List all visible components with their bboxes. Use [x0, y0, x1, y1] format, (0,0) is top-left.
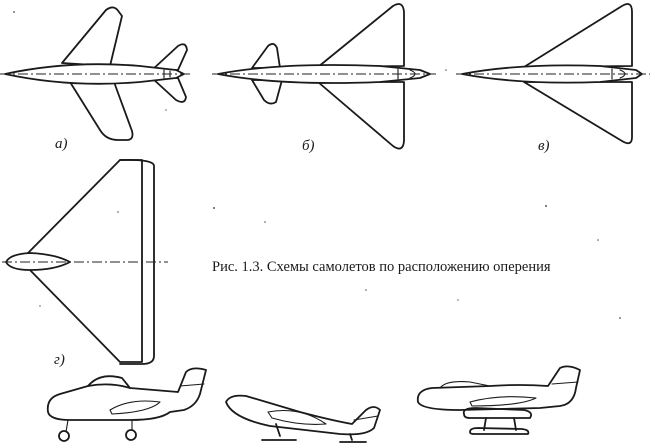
scheme-a-lower-wing [69, 81, 134, 141]
label-v: в) [538, 138, 550, 154]
scheme-b-upper-wing [317, 3, 405, 68]
side-view-3-body [416, 365, 581, 411]
scheme-g-wing [27, 159, 143, 363]
scheme-g-flying-wing [2, 158, 168, 365]
scheme-a-upper-tail [151, 43, 188, 71]
scheme-a-conventional [0, 6, 190, 141]
scheme-v-upper-wing [523, 3, 633, 68]
side-view-platform-aircraft [416, 365, 581, 435]
scheme-b-upper-canard [251, 43, 281, 69]
side-view-1-wing [109, 400, 161, 415]
scheme-g-wingtip [119, 158, 155, 365]
side-view-2-wing [267, 409, 327, 425]
side-view-1-wheel-front [58, 430, 70, 442]
side-view-3-canopy [439, 381, 491, 389]
label-a: а) [55, 136, 68, 152]
scheme-v-tailless-delta [456, 3, 650, 145]
side-view-1-gear-front [65, 419, 69, 433]
scheme-g-nose [5, 252, 71, 271]
scheme-b-lower-wing [317, 81, 405, 150]
scheme-a-upper-wing [61, 6, 123, 67]
scheme-b-lower-canard [251, 79, 283, 105]
side-view-2-skid-front [261, 423, 297, 441]
side-view-1-canopy [87, 375, 131, 389]
side-view-3-wing [469, 396, 537, 407]
label-g: г) [54, 352, 65, 368]
side-view-3-platform [462, 407, 533, 419]
scheme-b-delta-with-canard [212, 3, 436, 150]
side-view-2-fin-line [353, 415, 379, 421]
side-view-3-base [469, 427, 530, 435]
side-view-3-fin-line [551, 381, 579, 385]
side-view-2-body [225, 394, 381, 436]
scheme-a-lower-tail [151, 77, 187, 103]
side-view-wheeled-aircraft [46, 367, 207, 442]
figure-caption: Рис. 1.3. Схемы самолетов по расположени… [212, 259, 551, 275]
scan-specks [13, 11, 621, 319]
scheme-v-lower-wing [523, 81, 633, 145]
side-view-1-wheel-rear [125, 429, 137, 441]
side-view-skid-aircraft [225, 394, 381, 443]
side-view-1-tail-line [179, 383, 205, 387]
side-view-2-skid-rear [339, 433, 367, 443]
label-b: б) [302, 138, 315, 154]
